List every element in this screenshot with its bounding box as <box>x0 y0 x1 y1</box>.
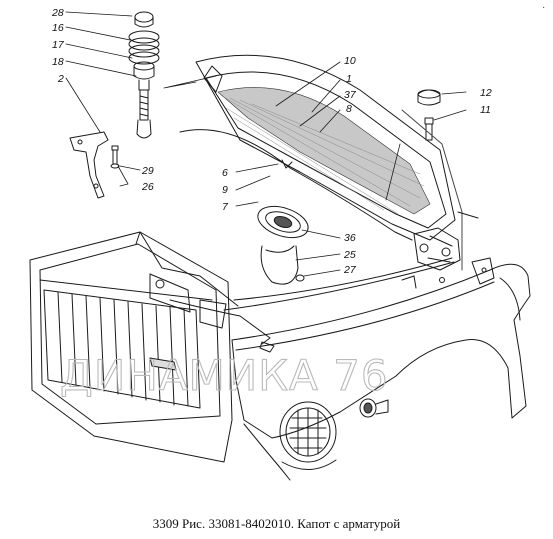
bolt-small <box>110 145 120 169</box>
release-cable <box>179 129 413 241</box>
corner-mark: · <box>542 2 545 13</box>
callout-25: 25 <box>343 249 356 261</box>
hood <box>195 54 456 241</box>
callout-36: 36 <box>344 232 356 244</box>
callout-37: 37 <box>344 89 357 101</box>
hood-hinge <box>413 227 495 285</box>
headlight <box>279 401 337 470</box>
leader-lines <box>65 11 467 277</box>
radiator-grille <box>43 289 201 409</box>
callout-16: 16 <box>52 22 64 34</box>
callout-27: 27 <box>343 264 357 276</box>
callout-1: 1 <box>346 73 352 85</box>
cab-front <box>29 231 233 463</box>
release-handle <box>257 205 309 285</box>
callout-12: 12 <box>480 87 492 99</box>
callout-11: 11 <box>480 104 491 116</box>
callout-6: 6 <box>222 167 228 179</box>
bracket <box>69 131 109 199</box>
callout-9: 9 <box>222 184 228 196</box>
callout-labels: 28 16 17 18 2 29 26 10 1 37 8 6 9 7 12 1… <box>51 7 492 276</box>
buffer-spring-assembly <box>128 11 160 139</box>
figure-caption: 3309 Рис. 33081-8402010. Капот с арматур… <box>152 516 401 531</box>
engine-bay <box>139 231 455 353</box>
callout-17: 17 <box>52 39 65 51</box>
front-fender <box>231 263 531 481</box>
bumper-bolt <box>417 89 441 141</box>
side-marker-lamp <box>359 398 389 418</box>
callout-18: 18 <box>52 56 64 68</box>
callout-28: 28 <box>51 7 64 19</box>
callout-10: 10 <box>344 55 356 67</box>
callout-8: 8 <box>346 103 352 115</box>
callout-29: 29 <box>141 165 154 177</box>
callout-7: 7 <box>222 201 229 213</box>
callout-2: 2 <box>57 73 64 85</box>
watermark: ДИНАМИКА 76 <box>60 351 389 400</box>
callout-26: 26 <box>141 181 154 193</box>
